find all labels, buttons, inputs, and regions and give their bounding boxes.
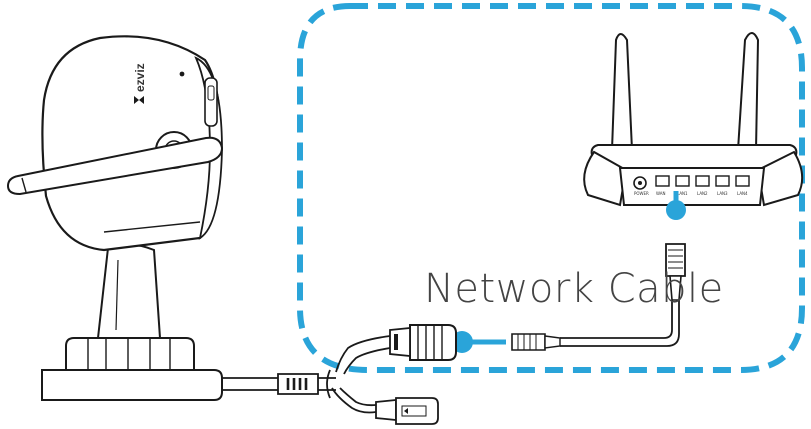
camera-brand-logo: ezviz bbox=[133, 63, 147, 104]
camera-stand-edge bbox=[115, 259, 119, 331]
router-antenna-right bbox=[736, 32, 760, 151]
router-port-labels: POWER WAN LAN1 LAN2 LAN3 LAN4 bbox=[634, 191, 748, 196]
camera-cable-network-branch bbox=[335, 335, 391, 375]
router-port-label-lan2: LAN2 bbox=[697, 191, 708, 196]
waterproof-socket-ribs bbox=[417, 325, 443, 360]
cable-strain-relief-ribs bbox=[286, 378, 308, 390]
cable-strain-relief bbox=[277, 373, 319, 395]
router-power-jack-pin bbox=[638, 181, 642, 185]
camera-sensor-window bbox=[207, 85, 215, 101]
camera: ezviz bbox=[6, 35, 224, 401]
camera-cable-power-branch bbox=[331, 387, 377, 414]
camera-antenna-cap-line bbox=[21, 177, 27, 193]
camera-main-cable bbox=[222, 369, 336, 399]
cable-wire-router bbox=[560, 300, 680, 347]
rj45-plug-router-ridges bbox=[668, 249, 683, 269]
router-side-left bbox=[583, 150, 628, 207]
camera-stand bbox=[96, 243, 162, 339]
rj45-plug-camera-side bbox=[511, 333, 546, 351]
camera-cable-segment-1 bbox=[222, 377, 278, 391]
router-port-wan bbox=[655, 175, 670, 187]
router-port-label-wan: WAN bbox=[656, 191, 665, 196]
power-plug-body bbox=[375, 399, 397, 421]
router-port-lan2 bbox=[695, 175, 710, 187]
router-port-lan4 bbox=[735, 175, 750, 187]
router-ports bbox=[655, 175, 750, 187]
camera-antenna bbox=[6, 136, 224, 196]
router-port-label-lan1: LAN1 bbox=[677, 191, 688, 196]
power-connector bbox=[331, 387, 439, 425]
power-plug-label-area bbox=[401, 405, 427, 417]
camera-base-plate bbox=[41, 369, 223, 401]
router-port-lan3 bbox=[715, 175, 730, 187]
power-plug-arrow-icon bbox=[404, 408, 408, 414]
socket-sleeve bbox=[389, 327, 411, 357]
camera-mount-collar bbox=[65, 337, 195, 371]
router-port-label-lan4: LAN4 bbox=[737, 191, 748, 196]
router-side-right bbox=[756, 150, 804, 207]
camera-mount-collar-ribs bbox=[87, 338, 171, 370]
socket-sleeve-grip bbox=[394, 334, 398, 350]
router-port-label-lan3: LAN3 bbox=[717, 191, 728, 196]
camera-sensor-slot bbox=[204, 77, 218, 127]
camera-network-connector bbox=[335, 324, 561, 375]
ezviz-logo-icon bbox=[134, 96, 144, 104]
router-port-lan1 bbox=[675, 175, 690, 187]
network-cable-label: Network Cable bbox=[424, 266, 724, 312]
rj45-boot-camera-side bbox=[544, 335, 561, 349]
network-cable-router-side bbox=[560, 243, 686, 347]
camera-body-band bbox=[103, 221, 201, 233]
camera-indicator-dot bbox=[179, 71, 185, 77]
router-port-label-power: POWER bbox=[634, 191, 649, 196]
camera-brand-text: ezviz bbox=[133, 63, 147, 92]
rj45-plug-camera-ridges bbox=[517, 334, 537, 350]
waterproof-socket bbox=[409, 324, 457, 361]
router: POWER WAN LAN1 LAN2 LAN3 LAN4 bbox=[583, 32, 804, 220]
router-antenna-left bbox=[610, 33, 634, 151]
highlight-dashed-region bbox=[297, 3, 805, 373]
cable-junction bbox=[326, 369, 331, 399]
router-connection-dot bbox=[666, 200, 686, 220]
